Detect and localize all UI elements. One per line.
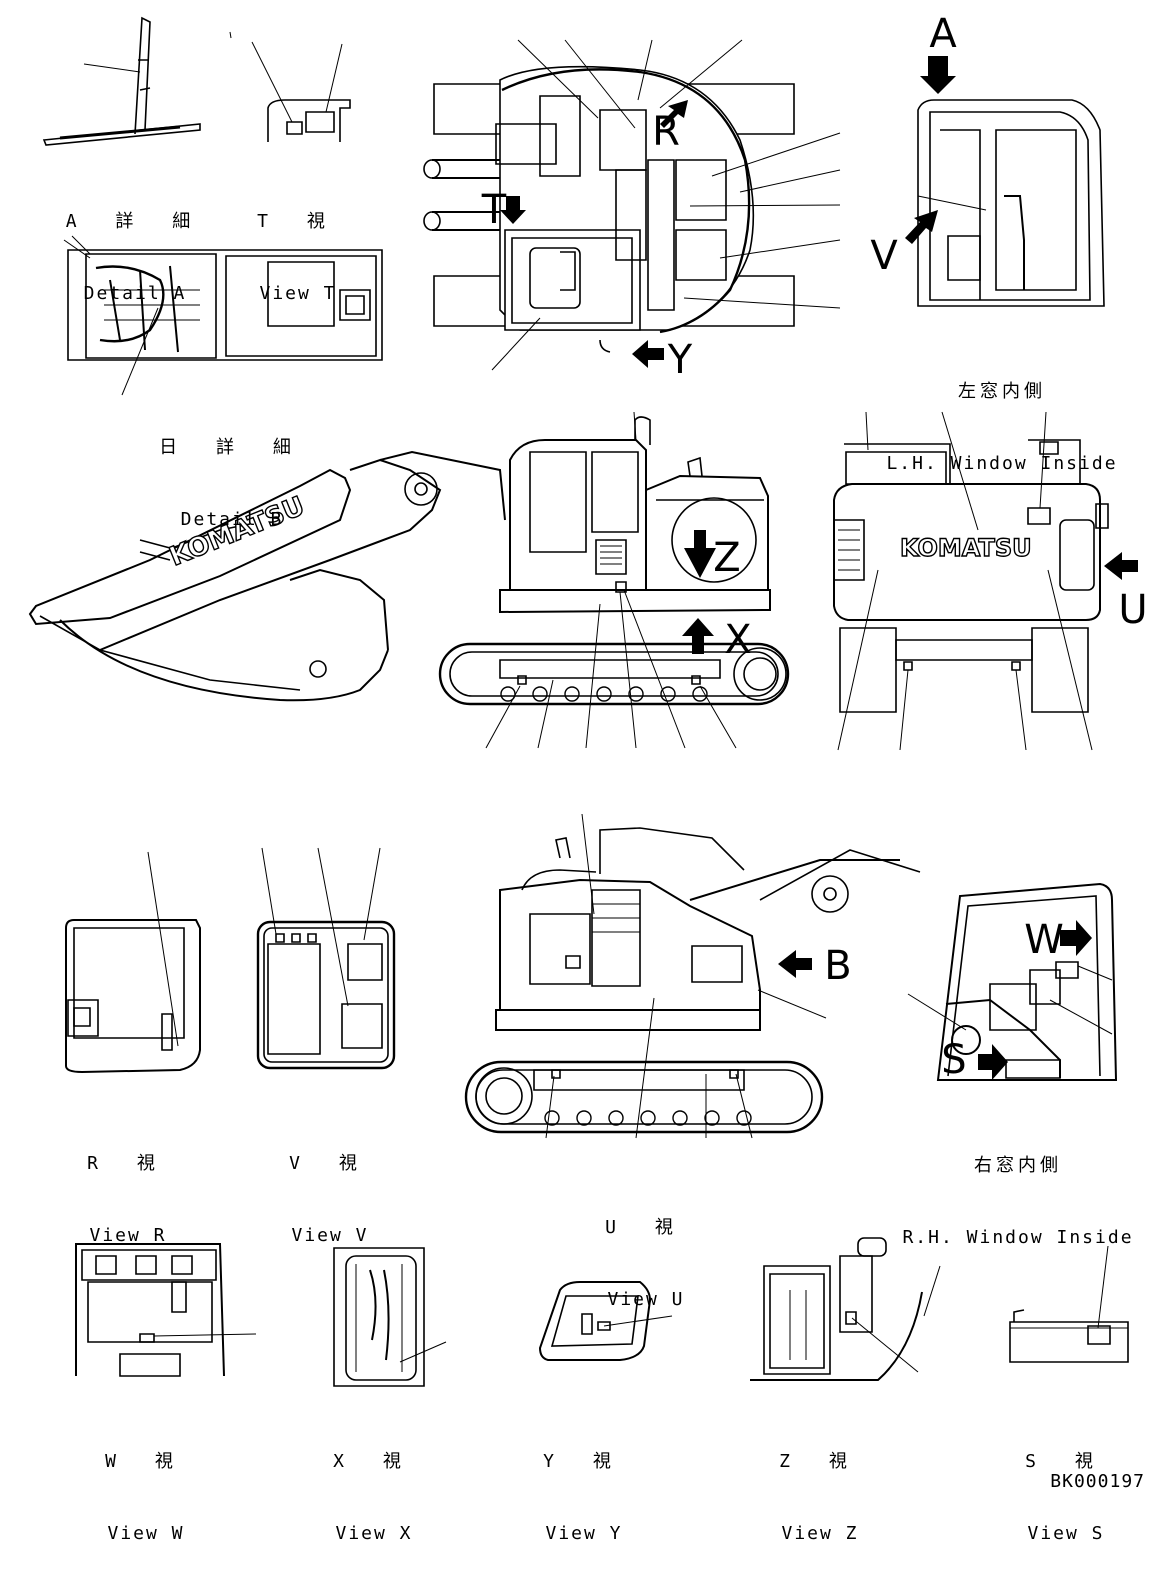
top-view-drawing [424, 40, 840, 370]
caption-view-u: U 視 View U [605, 1168, 687, 1336]
caption-view-u-en: View U [607, 1289, 685, 1310]
caption-lh-window-jp: 左窓内側 [957, 381, 1046, 402]
parts-diagram: KOMATSU KOMATSU [0, 0, 1138, 1498]
caption-detail-b: 日 詳 細 Detail B [159, 388, 305, 556]
caption-rh-window: 右窓内側 R.H. Window Inside [902, 1106, 1133, 1274]
detail-b-drawing [64, 236, 382, 395]
caption-view-x-jp: X 視 [333, 1451, 415, 1472]
caption-view-w: W 視 View W [105, 1402, 187, 1570]
caption-view-r: R 視 View R [87, 1104, 169, 1272]
caption-detail-b-jp: 日 詳 細 [159, 437, 305, 458]
caption-view-r-jp: R 視 [87, 1153, 169, 1174]
caption-rh-window-en: R.H. Window Inside [902, 1227, 1134, 1248]
side-view-drawing: KOMATSU [30, 412, 788, 748]
caption-view-y-jp: Y 視 [543, 1451, 625, 1472]
brand-logo-rear: KOMATSU [900, 534, 1032, 562]
caption-view-s-jp: S 視 [1025, 1451, 1107, 1472]
view-letter-v: V [870, 233, 898, 279]
view-v-drawing [258, 848, 394, 1068]
caption-rh-window-jp: 右窓内側 [973, 1155, 1062, 1176]
view-letter-u: U [1118, 587, 1148, 633]
caption-detail-a: A 詳 細 Detail A [66, 162, 205, 330]
caption-detail-a-jp: A 詳 細 [65, 211, 205, 232]
caption-view-x: X 視 View X [333, 1402, 415, 1570]
caption-lh-window-en: L.H. Window Inside [886, 453, 1118, 474]
caption-view-t: T 視 View T [257, 162, 339, 330]
view-letter-r: R [652, 109, 680, 155]
caption-view-y-en: View Y [545, 1523, 623, 1544]
caption-view-z-en: View Z [781, 1523, 859, 1544]
view-letter-w: W [1024, 917, 1064, 963]
caption-lh-window: 左窓内側 L.H. Window Inside [886, 332, 1117, 500]
view-letter-x: X [724, 617, 752, 663]
view-u-drawing [466, 814, 920, 1138]
caption-view-s-en: View S [1027, 1523, 1105, 1544]
caption-view-v-jp: V 視 [289, 1153, 371, 1174]
view-letter-s: S [941, 1037, 967, 1083]
caption-view-v-en: View V [291, 1225, 369, 1246]
caption-view-w-en: View W [107, 1523, 185, 1544]
lh-window-drawing [905, 56, 1104, 306]
caption-view-u-jp: U 視 [605, 1217, 687, 1238]
caption-view-y: Y 視 View Y [543, 1402, 625, 1570]
caption-view-t-en: View T [259, 283, 337, 304]
view-letter-t: T [481, 187, 507, 233]
caption-detail-b-en: Detail B [180, 509, 284, 530]
caption-detail-a-en: Detail A [83, 283, 187, 304]
rh-window-drawing [908, 884, 1116, 1080]
view-letter-z: Z [713, 535, 741, 581]
view-x-drawing [334, 1248, 446, 1386]
view-y-drawing [540, 1282, 672, 1360]
view-w-drawing [76, 1244, 256, 1376]
rear-view-drawing: KOMATSU [834, 412, 1138, 750]
caption-view-t-jp: T 視 [257, 211, 339, 232]
caption-view-w-jp: W 視 [105, 1451, 187, 1472]
view-r-drawing [66, 852, 200, 1072]
drawing-code: BK000197 [1050, 1471, 1145, 1492]
caption-view-z-jp: Z 視 [779, 1451, 861, 1472]
caption-view-x-en: View X [335, 1523, 413, 1544]
view-s-drawing [1010, 1246, 1128, 1362]
view-z-drawing [750, 1238, 940, 1380]
view-letter-y: Y [667, 337, 693, 383]
view-letter-a: A [929, 11, 957, 57]
view-t-drawing [230, 32, 350, 142]
detail-a-drawing [44, 18, 200, 145]
caption-view-z: Z 視 View Z [779, 1402, 861, 1570]
caption-view-r-en: View R [89, 1225, 167, 1246]
caption-view-v: V 視 View V [289, 1104, 371, 1272]
view-letter-b: B [824, 943, 852, 989]
